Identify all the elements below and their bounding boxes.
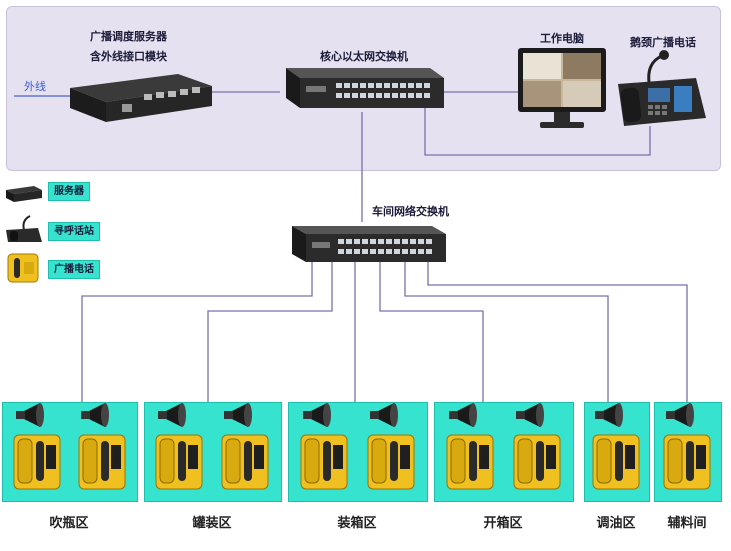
broadcast-unit — [443, 401, 499, 497]
broadcast-unit — [152, 401, 208, 497]
broadcast-unit — [218, 401, 274, 497]
workshop-switch-icon — [292, 226, 446, 262]
horn-speaker-and-phone-icon — [13, 403, 60, 490]
horn-speaker-and-phone-icon — [446, 403, 493, 490]
zone-label-4: 开箱区 — [483, 516, 523, 531]
broadcast-unit — [75, 401, 131, 497]
legend-server: 服务器 — [48, 182, 90, 201]
horn-speaker-and-phone-icon — [300, 403, 347, 490]
broadcast-unit — [510, 401, 566, 497]
broadcast-unit — [10, 401, 66, 497]
broadcast-unit — [660, 401, 716, 497]
horn-speaker-and-phone-icon — [155, 403, 203, 490]
server-label-line1: 广播调度服务器 — [90, 30, 167, 43]
horn-speaker-and-phone-icon — [367, 403, 414, 490]
horn-speaker-and-phone-icon — [78, 403, 125, 490]
desk-phone-label: 鹅颈广播电话 — [630, 36, 696, 49]
zone-label-2: 罐装区 — [192, 516, 232, 531]
core-switch-label: 核心以太网交换机 — [320, 50, 408, 63]
intercom-legend-icon — [6, 215, 42, 242]
legend-intercom: 寻呼话站 — [48, 222, 100, 241]
workstation-label: 工作电脑 — [540, 32, 584, 45]
broadcast-unit — [589, 401, 645, 497]
dispatch-server-icon — [70, 74, 212, 122]
workstation-monitor-icon — [518, 48, 606, 128]
zone-box-2 — [144, 402, 282, 502]
zone-box-1 — [2, 402, 138, 502]
zone-label-1: 吹瓶区 — [49, 516, 89, 531]
server-legend-icon — [6, 186, 42, 202]
horn-speaker-and-phone-icon — [663, 403, 711, 490]
zone-box-6 — [654, 402, 722, 502]
core-switch-icon — [286, 68, 444, 108]
zone-label-5: 调油区 — [596, 516, 636, 531]
zone-label-3: 装箱区 — [337, 516, 377, 531]
horn-speaker-and-phone-icon — [221, 403, 269, 490]
zone-label-6: 辅料间 — [667, 516, 707, 531]
gooseneck-phone-icon — [618, 50, 706, 126]
zone-box-5 — [584, 402, 650, 502]
broadcast-phone-legend-icon — [7, 253, 39, 283]
broadcast-unit — [297, 401, 353, 497]
server-label-line2: 含外线接口模块 — [90, 50, 167, 63]
horn-speaker-and-phone-icon — [592, 403, 640, 490]
legend-broadcast-phone: 广播电话 — [48, 260, 100, 279]
external-line-label: 外线 — [24, 80, 46, 93]
zone-box-4 — [434, 402, 574, 502]
horn-speaker-and-phone-icon — [513, 403, 560, 490]
zone-box-3 — [288, 402, 428, 502]
workshop-switch-label: 车间网络交换机 — [372, 205, 449, 218]
broadcast-unit — [364, 401, 420, 497]
